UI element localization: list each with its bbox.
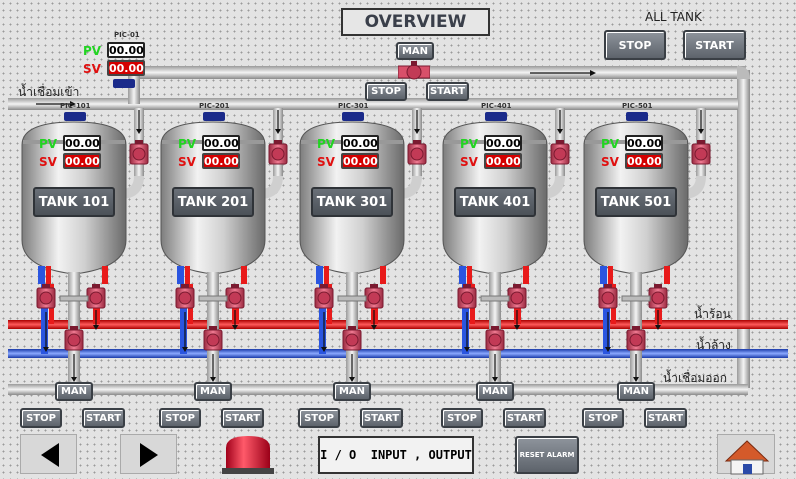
tank-hot-valve-icon[interactable] — [225, 284, 245, 309]
tank-4-name: TANK 401 — [454, 187, 536, 217]
tank-3-sv-value[interactable]: 00.00 — [341, 153, 379, 169]
reset-alarm-button[interactable]: RESET ALARM — [515, 436, 579, 474]
tank-2-sv-label: SV — [178, 155, 196, 169]
tank-4-pv-label: PV — [460, 137, 479, 151]
tank-5-pv-label: PV — [601, 137, 620, 151]
tank-2-pv-label: PV — [178, 137, 197, 151]
tank-1-name: TANK 101 — [33, 187, 115, 217]
tank-outlet-valve-icon[interactable] — [342, 326, 362, 351]
wash-water-label: น้ำล้าง — [696, 338, 731, 352]
main-sv-label: SV — [83, 62, 101, 76]
tank-1-stop-button[interactable]: STOP — [20, 408, 62, 428]
tank-wash-valve-icon[interactable] — [314, 284, 334, 309]
tank-3-pv-value: 00.00 — [341, 135, 379, 151]
tank-inlet-valve-icon[interactable] — [691, 140, 711, 165]
main-sensor-icon — [113, 79, 135, 88]
all-tank-label: ALL TANK — [645, 10, 702, 24]
prev-page-button[interactable] — [20, 434, 77, 474]
left-arrow-icon — [41, 443, 59, 467]
tank-3-start-button[interactable]: START — [360, 408, 403, 428]
main-pv-label: PV — [83, 44, 102, 58]
all-tank-start-button[interactable]: START — [683, 30, 746, 60]
tank-4-sv-label: SV — [460, 155, 478, 169]
right-arrow-icon — [140, 443, 158, 467]
tank-2-stop-button[interactable]: STOP — [159, 408, 201, 428]
tank-hot-valve-icon[interactable] — [86, 284, 106, 309]
tank-1-start-button[interactable]: START — [82, 408, 125, 428]
tank-5-mode-button[interactable]: MAN — [617, 382, 655, 401]
tank-1-pv-value: 00.00 — [63, 135, 101, 151]
tank-2-sensor-icon — [203, 112, 225, 121]
home-button[interactable] — [717, 434, 775, 475]
tank-5-start-button[interactable]: START — [644, 408, 687, 428]
tank-2-name: TANK 201 — [172, 187, 254, 217]
page-title: OVERVIEW — [341, 8, 490, 36]
tank-3-sv-label: SV — [317, 155, 335, 169]
tank-4-sv-value[interactable]: 00.00 — [484, 153, 522, 169]
tank-wash-valve-icon[interactable] — [457, 284, 477, 309]
tank-outlet-valve-icon[interactable] — [64, 326, 84, 351]
tank-4-start-button[interactable]: START — [503, 408, 546, 428]
tank-3-controller-tag: PIC-301 — [338, 102, 369, 110]
tank-4-pv-value: 00.00 — [484, 135, 522, 151]
tank-inlet-valve-icon[interactable] — [268, 140, 288, 165]
tank-hot-valve-icon[interactable] — [507, 284, 527, 309]
tank-2-pv-value: 00.00 — [202, 135, 240, 151]
tank-inlet-valve-icon[interactable] — [550, 140, 570, 165]
tank-2-start-button[interactable]: START — [221, 408, 264, 428]
tank-4-sensor-icon — [485, 112, 507, 121]
tank-inlet-valve-icon[interactable] — [407, 140, 427, 165]
tank-outlet-valve-icon[interactable] — [626, 326, 646, 351]
tank-3-pv-label: PV — [317, 137, 336, 151]
main-controller-tag: PIC-01 — [114, 31, 140, 39]
hot-water-label: น้ำร้อน — [694, 307, 731, 321]
tank-5-stop-button[interactable]: STOP — [582, 408, 624, 428]
tank-1-pv-label: PV — [39, 137, 58, 151]
syrup-inlet-label: น้ำเชื่อมเข้า — [18, 85, 80, 99]
tank-inlet-valve-icon[interactable] — [129, 140, 149, 165]
tank-3-name: TANK 301 — [311, 187, 393, 217]
main-control-valve-icon[interactable] — [397, 61, 431, 83]
tank-hot-valve-icon[interactable] — [364, 284, 384, 309]
tank-1-sv-value[interactable]: 00.00 — [63, 153, 101, 169]
main-start-button[interactable]: START — [426, 82, 469, 101]
tank-5-sv-value[interactable]: 00.00 — [625, 153, 663, 169]
all-tank-stop-button[interactable]: STOP — [604, 30, 666, 60]
tank-wash-valve-icon[interactable] — [36, 284, 56, 309]
tank-hot-valve-icon[interactable] — [648, 284, 668, 309]
main-stop-button[interactable]: STOP — [365, 82, 407, 101]
alarm-light-icon — [222, 434, 274, 474]
tank-5-sensor-icon — [626, 112, 648, 121]
tank-5-name: TANK 501 — [595, 187, 677, 217]
tank-1-sensor-icon — [64, 112, 86, 121]
tank-4-controller-tag: PIC-401 — [481, 102, 512, 110]
syrup-outlet-label: น้ำเชื่อมออก — [663, 371, 727, 385]
tank-outlet-valve-icon[interactable] — [485, 326, 505, 351]
tank-4-mode-button[interactable]: MAN — [476, 382, 514, 401]
tank-2-mode-button[interactable]: MAN — [194, 382, 232, 401]
tank-3-sensor-icon — [342, 112, 364, 121]
tank-1-mode-button[interactable]: MAN — [55, 382, 93, 401]
tank-wash-valve-icon[interactable] — [175, 284, 195, 309]
tank-5-sv-label: SV — [601, 155, 619, 169]
tank-4-stop-button[interactable]: STOP — [441, 408, 483, 428]
tank-1-controller-tag: PIC-101 — [60, 102, 91, 110]
next-page-button[interactable] — [120, 434, 177, 474]
main-sv-value[interactable]: 00.00 — [107, 60, 145, 76]
tank-1-sv-label: SV — [39, 155, 57, 169]
io-input-output-button[interactable]: I / O INPUT , OUTPUT — [318, 436, 474, 474]
home-icon — [724, 440, 770, 475]
tank-3-mode-button[interactable]: MAN — [333, 382, 371, 401]
main-mode-button[interactable]: MAN — [396, 42, 434, 60]
tank-5-pv-value: 00.00 — [625, 135, 663, 151]
tank-wash-valve-icon[interactable] — [598, 284, 618, 309]
tank-5-controller-tag: PIC-501 — [622, 102, 653, 110]
main-pv-value: 00.00 — [107, 42, 145, 58]
tank-2-controller-tag: PIC-201 — [199, 102, 230, 110]
tank-outlet-valve-icon[interactable] — [203, 326, 223, 351]
tank-2-sv-value[interactable]: 00.00 — [202, 153, 240, 169]
tank-3-stop-button[interactable]: STOP — [298, 408, 340, 428]
